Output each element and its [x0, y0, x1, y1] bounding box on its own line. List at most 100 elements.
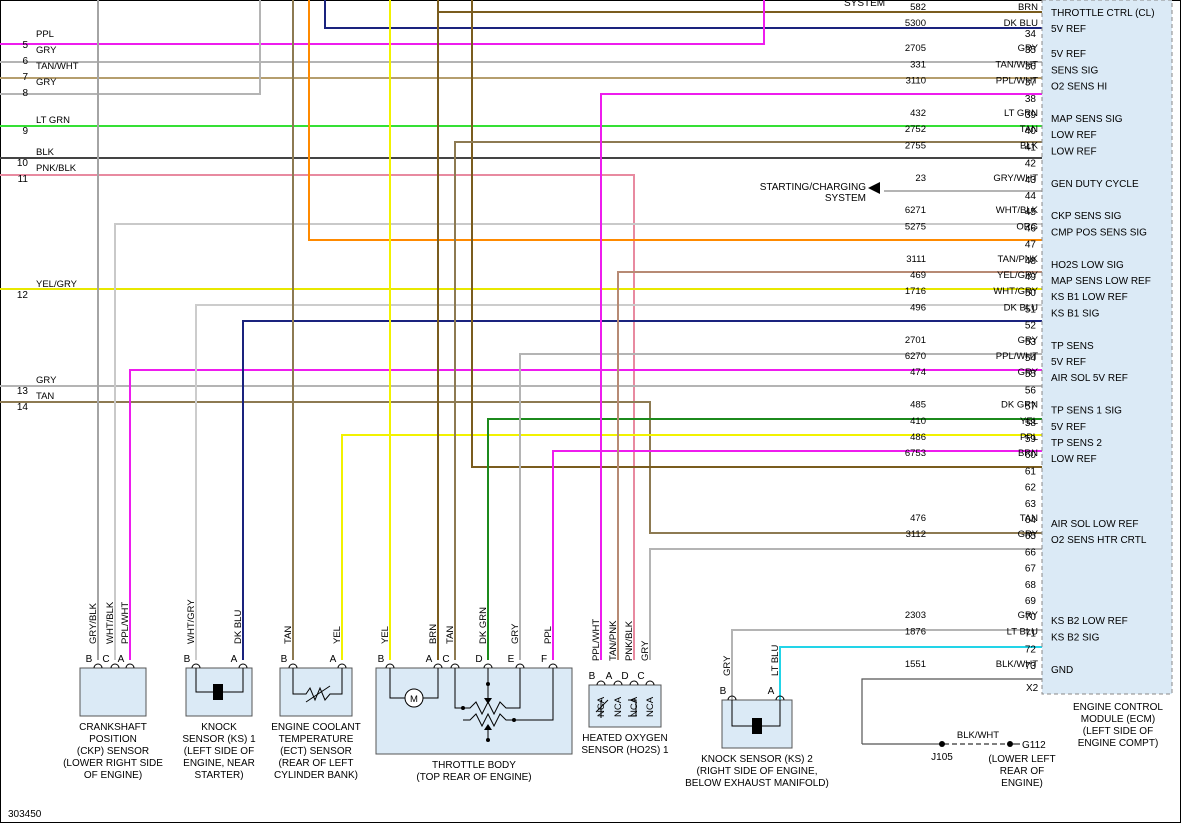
motor-lead [389, 668, 405, 699]
circuit-number: 476 [910, 513, 926, 524]
ecm-pin-function: CMP POS SENS SIG [1051, 227, 1147, 238]
circuit-number: 1876 [905, 626, 926, 637]
wire-color-label: TAN [1020, 124, 1038, 135]
circuit-number: 3110 [906, 76, 926, 87]
ecm-pin-number: 35 [1025, 45, 1037, 56]
circuit-number: 2701 [905, 335, 926, 346]
wire-wht-blk-ckp [114, 223, 1042, 660]
wire-org-cmp [308, 0, 1042, 241]
wire-color-label: TAN/PNK [998, 254, 1039, 265]
ecm-pin-function: KS B1 SIG [1051, 308, 1100, 319]
left-wire-color: TAN/WHT [36, 61, 79, 72]
ecm-pin-function: KS B2 SIG [1051, 632, 1100, 643]
pin-wire-color: PPL/WHT [120, 602, 131, 644]
wire-ppl-tb-f [552, 450, 1042, 660]
wire-dk-blu-5300 [324, 0, 1042, 29]
circuit-number: 410 [910, 416, 926, 427]
pin-wire-color: YEL [380, 626, 391, 644]
ecm-pin-number: 42 [1025, 159, 1037, 170]
wire-blk-wht-gnd [861, 678, 1042, 744]
pin-letter: B [378, 654, 385, 665]
wire-dk-blu-ks1 [242, 320, 1042, 660]
thermistor-arrow [305, 685, 331, 703]
wire-brn-582 [437, 0, 1042, 13]
wire-color-label: TAN [1020, 513, 1038, 524]
pin-wire-color: WHT/GRY [186, 599, 197, 644]
component-caption: ENGINE, NEAR [183, 758, 255, 769]
ecm-pin-function: 5V REF [1051, 357, 1086, 368]
pin-wire-color: WHT/BLK [105, 601, 116, 644]
ecm-caption-line: (LEFT SIDE OF [1083, 726, 1153, 737]
ecm-caption-line: ENGINE COMPT) [1078, 738, 1159, 749]
knock-sensor-2-element-icon [752, 718, 762, 734]
tp-node [461, 706, 465, 710]
connector-pin-icon [727, 695, 737, 701]
connector-pin-icon [548, 663, 558, 669]
ho2s-heater-icon [628, 699, 637, 717]
circuit-number: 2705 [905, 43, 926, 54]
ecm-pin-function: GND [1051, 665, 1073, 676]
wire-color-label: WHT/BLK [996, 205, 1039, 216]
ecm-pin-number: 58 [1025, 418, 1037, 429]
tp-wiper-arrow [484, 698, 492, 704]
ecm-pin-function: AIR SOL 5V REF [1051, 373, 1128, 384]
ground-point-icon [1007, 741, 1013, 747]
wire-color-label: PPL/WHT [996, 351, 1038, 362]
wire-color-label: GRY [1018, 335, 1039, 346]
circuit-number: 3112 [906, 529, 926, 540]
splice-label: J105 [931, 752, 953, 763]
circuit-number: 469 [910, 270, 926, 281]
wire-color-label: YEL/GRY [997, 270, 1039, 281]
ground-location-line: (LOWER LEFT [988, 754, 1055, 765]
component-caption: KNOCK SENSOR (KS) 2 [701, 754, 813, 765]
ecm-pin-number: 36 [1025, 61, 1037, 72]
circuit-number: 485 [910, 400, 926, 411]
wire-color-label: BLK [1020, 140, 1039, 151]
wire-color-label: WHT/GRY [993, 286, 1038, 297]
ecm-pin-number: 46 [1025, 223, 1037, 234]
ecm-pin-function: 5V REF [1051, 24, 1086, 35]
ecm-pin-number: 44 [1025, 191, 1037, 202]
ecm-pin-number: 72 [1025, 645, 1037, 656]
ecm-pin-number: 49 [1025, 272, 1037, 283]
ks2-lead [731, 700, 752, 727]
connector-pin-icon [596, 680, 606, 686]
nca-label: NCA [645, 696, 656, 717]
left-wire-color: GRY [36, 375, 57, 386]
pin-wire-color: GRY [510, 623, 521, 644]
pin-letter: D [621, 671, 628, 682]
ecm-pin-number: 67 [1025, 564, 1037, 575]
wire-ppl-wht-ho2s [600, 93, 1042, 660]
ecm-pin-number: 55 [1025, 369, 1037, 380]
wire-color-label: DK BLU [1004, 302, 1038, 313]
component-caption: OF ENGINE) [84, 770, 142, 781]
component-caption: TEMPERATURE [279, 734, 354, 745]
wire-color-label: YEL [1020, 416, 1038, 427]
tp-sensor-2-resistor-icon [463, 668, 554, 728]
wire-pnk-blk-11 [0, 174, 635, 660]
wire-color-label: GRY [1018, 529, 1039, 540]
ground-wire-color: BLK/WHT [957, 730, 999, 741]
connector-pin-icon [483, 663, 493, 669]
pin-letter: B [720, 686, 727, 697]
pin-wire-color: DK BLU [233, 610, 244, 644]
component-caption: BELOW EXHAUST MANIFOLD) [685, 778, 829, 789]
left-wire-color: TAN [36, 391, 54, 402]
wire-color-label: BLK/WHT [996, 659, 1038, 670]
pin-wire-color: GRY/BLK [88, 602, 99, 644]
ground-location-line: REAR OF [1000, 766, 1044, 777]
wire-color-label: PPL/WHT [996, 76, 1038, 87]
ecm-pin-function: CKP SENS SIG [1051, 211, 1122, 222]
ecm-pin-number: 37 [1025, 78, 1037, 89]
left-wire-number: 9 [22, 126, 28, 137]
wire-wht-gry-ks1 [195, 304, 1042, 660]
ground-id: G112 [1022, 740, 1046, 751]
arrow-left-icon [868, 182, 880, 194]
component-caption: THROTTLE BODY [432, 760, 516, 771]
left-wire-number: 14 [17, 402, 29, 413]
left-wire-color: YEL/GRY [36, 279, 78, 290]
